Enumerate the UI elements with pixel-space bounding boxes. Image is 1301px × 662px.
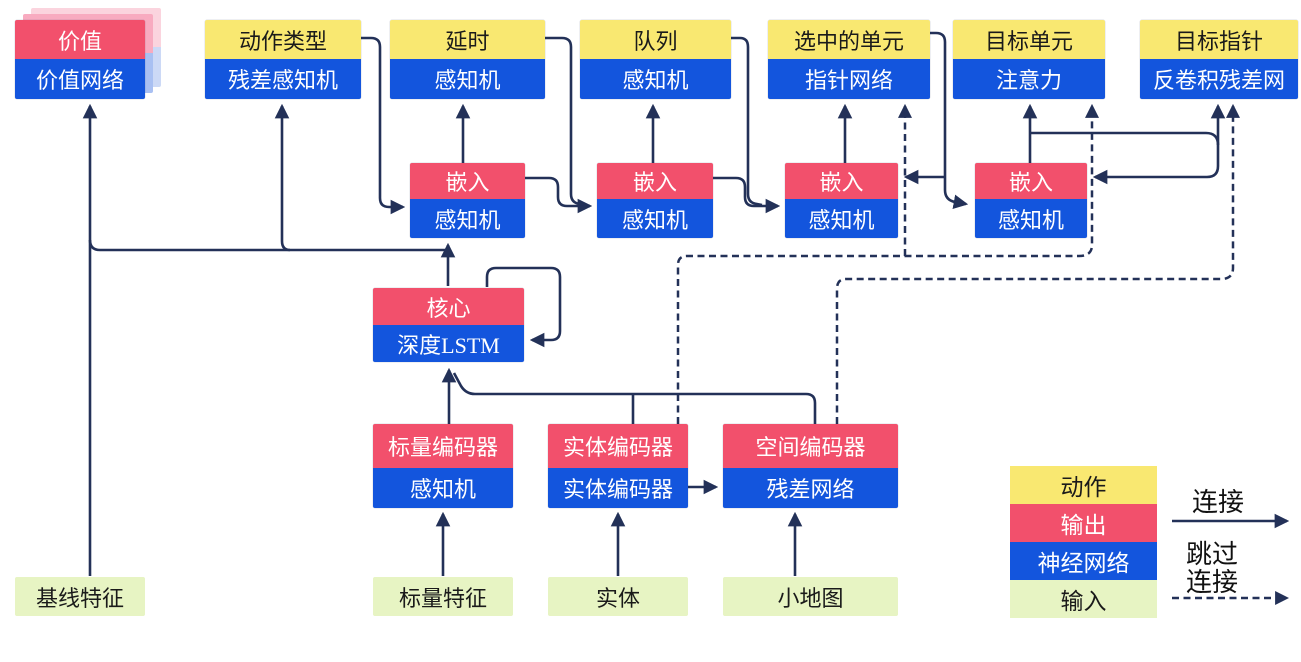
line-core-to-actiontype (274, 103, 291, 252)
line-delay-out (545, 36, 585, 207)
head-value: 价值 价值网络 (15, 20, 145, 99)
line-queue-out (731, 36, 763, 207)
line-core-loop (485, 266, 562, 348)
embedding-1: 嵌入 感知机 (410, 163, 525, 238)
head-target-point: 目标指针 反卷积残差网 (1140, 20, 1298, 99)
line-core-distribution (88, 239, 448, 252)
head-queue: 队列 感知机 (580, 20, 731, 99)
head-value-output: 价值 (15, 20, 145, 59)
head-action-type: 动作类型 残差感知机 (205, 20, 361, 99)
line-embedding2-to-embedding3 (713, 176, 781, 214)
line-branch-to-embedding4-right (1092, 145, 1220, 185)
embedding-2: 嵌入 感知机 (597, 163, 713, 238)
input-entities: 实体 (548, 577, 688, 616)
legend-output: 输出 (1010, 504, 1157, 542)
legend-network: 神经网络 (1010, 542, 1157, 580)
embedding-4: 嵌入 感知机 (975, 163, 1087, 238)
line-actiontype-to-embedding1 (361, 36, 406, 215)
line-embedding1-to-embedding2 (525, 176, 593, 214)
legend-skip-label-line2: 连接 (1185, 568, 1238, 597)
head-target-unit: 目标单元 注意力 (953, 20, 1105, 99)
line-spatialenc-to-core (452, 372, 817, 424)
legend-skip-label-line1: 跳过 (1185, 540, 1238, 569)
head-selected-units: 选中的单元 指针网络 (768, 20, 930, 99)
spatial-encoder: 空间编码器 残差网络 (723, 424, 898, 508)
head-delay: 延时 感知机 (390, 20, 545, 99)
core-lstm: 核心 深度LSTM (373, 288, 524, 362)
input-baseline-features: 基线特征 (15, 577, 145, 616)
embedding-3: 嵌入 感知机 (785, 163, 898, 238)
line-selected-to-embedding4 (930, 31, 969, 209)
legend-connection-label: 连接 (1191, 488, 1244, 517)
input-scalar-features: 标量特征 (373, 577, 513, 616)
skip-entity-main (676, 103, 1099, 424)
head-value-network: 价值网络 (15, 59, 145, 99)
legend-action: 动作 (1010, 466, 1157, 504)
skip-spatial (835, 103, 1240, 424)
scalar-encoder: 标量编码器 感知机 (373, 424, 513, 508)
entity-encoder: 实体编码器 实体编码器 (548, 424, 688, 508)
legend-input: 输入 (1010, 580, 1157, 618)
line-embedding4-branch (1030, 131, 1220, 146)
input-minimap: 小地图 (723, 577, 898, 616)
